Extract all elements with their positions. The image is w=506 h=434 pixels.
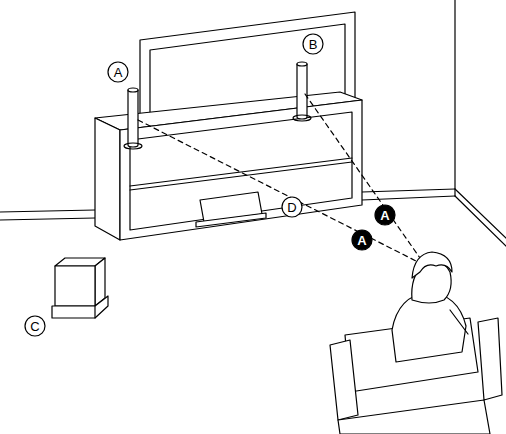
distance-marker	[375, 205, 395, 225]
subwoofer-part	[52, 296, 108, 318]
listener-sofa-part	[478, 318, 502, 400]
callout-letter: B	[309, 38, 318, 51]
room-walls-part	[362, 196, 455, 200]
distance-marker	[352, 230, 372, 250]
room-walls-part	[362, 189, 455, 192]
callout-circle	[108, 62, 128, 82]
callout-circles	[25, 34, 395, 336]
room-walls	[0, 0, 506, 246]
front-right-speaker-part	[293, 115, 311, 121]
room-walls-part	[0, 210, 95, 212]
callout-circle	[282, 197, 302, 217]
subwoofer-part	[94, 306, 95, 318]
distance-marker-letter: A	[380, 209, 389, 222]
tv-cabinet-part	[120, 100, 362, 240]
listener-sofa-part	[450, 310, 468, 334]
front-left-speaker	[124, 88, 142, 149]
front-left-speaker-part	[128, 90, 138, 147]
room-walls-part	[455, 196, 506, 246]
room-walls-part	[0, 218, 95, 220]
room-walls-part	[454, 0, 455, 196]
front-right-speaker	[293, 62, 311, 121]
listener-sofa-part	[338, 400, 490, 434]
center-speaker	[196, 192, 266, 227]
tv-cabinet-part	[130, 158, 352, 186]
center-speaker-part	[196, 213, 266, 227]
callout-circle	[303, 34, 323, 54]
front-right-speaker-part	[297, 64, 307, 119]
distance-lines-part	[305, 94, 420, 258]
subwoofer-part	[55, 266, 95, 306]
distance-marker-letter: A	[357, 234, 366, 247]
listener-sofa-part	[412, 252, 452, 278]
listener-sofa	[330, 252, 502, 434]
front-right-speaker-part	[297, 62, 307, 66]
front-left-speaker-part	[128, 88, 138, 92]
tv-cabinet-part	[95, 118, 120, 240]
room-walls-part	[455, 189, 506, 238]
subwoofer	[52, 258, 108, 318]
listener-sofa-part	[330, 340, 358, 420]
callout-letter: D	[287, 201, 296, 214]
front-left-speaker-part	[124, 143, 142, 149]
callout-letter: C	[30, 320, 39, 333]
callout-circle	[25, 316, 45, 336]
callout-letter: A	[114, 66, 123, 79]
distance-lines-part	[138, 120, 418, 262]
distance-lines	[138, 94, 420, 262]
tv-cabinet-part	[130, 162, 352, 190]
